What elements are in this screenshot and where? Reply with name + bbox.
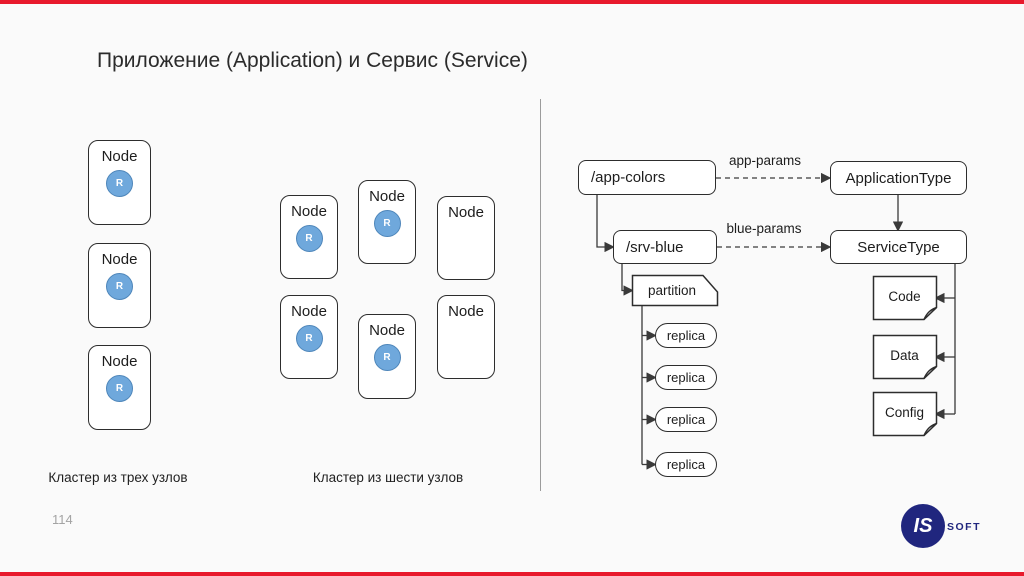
replica-letter: R: [115, 383, 124, 394]
node-box: Node R: [358, 180, 416, 264]
replica-pill: replica: [655, 452, 717, 477]
node-box: Node R: [88, 140, 151, 225]
srvblue-to-partition-arrow: [621, 264, 634, 296]
node-label: Node: [448, 303, 484, 320]
node-box: Node R: [280, 295, 338, 379]
node-box: Node R: [88, 345, 151, 430]
replica-letter: R: [383, 352, 391, 363]
blue-params-label: blue-params: [726, 221, 802, 236]
code-doc-label: Code: [888, 288, 921, 304]
logo-soft-text: SOFT: [947, 521, 981, 533]
node-box: Node R: [280, 195, 338, 279]
bottom-accent-line: [0, 572, 1024, 576]
replica-circle: R: [106, 170, 133, 197]
partition-label: partition: [647, 283, 697, 298]
three-node-cluster-caption: Кластер из трех узлов: [48, 470, 188, 485]
replica-letter: R: [305, 333, 313, 344]
app-params-label: app-params: [728, 153, 802, 168]
replica-letter: R: [115, 281, 124, 292]
data-doc-label: Data: [890, 347, 919, 363]
node-label: Node: [101, 251, 138, 268]
node-label: Node: [291, 203, 327, 220]
replica-circle: R: [373, 344, 401, 371]
replica-circle: R: [106, 273, 133, 300]
replica-circle: R: [295, 325, 323, 352]
replica-pill: replica: [655, 365, 717, 390]
node-label: Node: [101, 353, 138, 370]
application-type-box: ApplicationType: [830, 161, 967, 195]
replica-letter: R: [115, 178, 124, 189]
doc-shape-code: [872, 275, 938, 321]
replica-pill: replica: [655, 323, 717, 348]
config-doc-label: Config: [884, 404, 925, 420]
service-type-label: ServiceType: [857, 238, 940, 256]
node-label: Node: [369, 322, 405, 339]
node-label: Node: [448, 204, 484, 221]
issoft-logo: IS: [901, 504, 945, 548]
node-box: Node R: [88, 243, 151, 328]
node-box: Node R: [358, 314, 416, 399]
replica-circle: R: [106, 375, 133, 402]
page-title: Приложение (Application) и Сервис (Servi…: [97, 49, 528, 72]
application-type-label: ApplicationType: [845, 169, 952, 187]
replica-letter: R: [305, 233, 313, 244]
app-colors-label: /app-colors: [591, 169, 666, 186]
service-type-box: ServiceType: [830, 230, 967, 264]
node-label: Node: [101, 148, 138, 165]
vertical-divider: [540, 99, 541, 491]
srv-blue-label: /srv-blue: [626, 238, 684, 256]
node-label: Node: [291, 303, 327, 320]
doc-shape-data: [872, 334, 938, 380]
app-colors-box: /app-colors: [578, 160, 716, 195]
partition-shape: [631, 274, 719, 307]
replica-pill: replica: [655, 407, 717, 432]
six-node-cluster-caption: Кластер из шести узлов: [312, 470, 464, 485]
logo-is-text: IS: [913, 514, 933, 537]
replica-letter: R: [383, 218, 391, 229]
srv-blue-box: /srv-blue: [613, 230, 717, 264]
top-accent-line: [0, 0, 1024, 4]
node-box: Node: [437, 295, 495, 379]
replica-circle: R: [373, 210, 401, 237]
replica-circle: R: [295, 225, 323, 252]
page-number: 114: [52, 512, 73, 527]
node-box: Node: [437, 196, 495, 280]
appcolors-to-srvblue-arrow: [596, 195, 615, 253]
node-label: Node: [369, 188, 405, 205]
doc-shape-config: [872, 391, 938, 437]
